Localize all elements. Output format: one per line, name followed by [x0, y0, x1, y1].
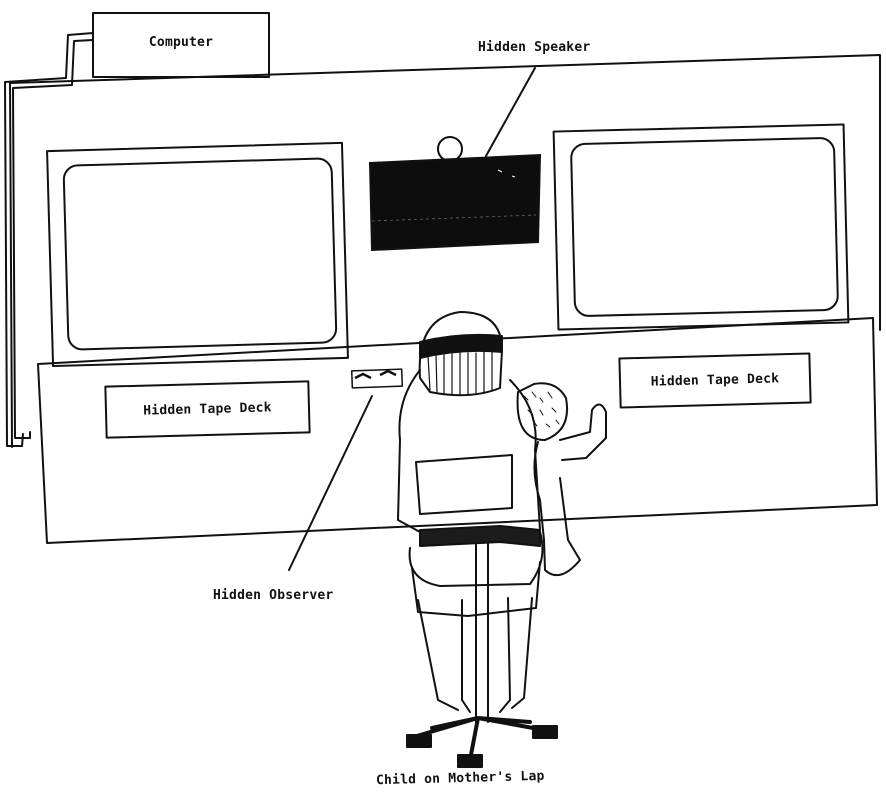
- mother-hair-band: [419, 333, 503, 359]
- left-monitor-screen: [62, 157, 338, 351]
- right-monitor-screen: [570, 137, 839, 317]
- mother-head: [418, 311, 503, 397]
- mother-hair-strands: [427, 351, 493, 395]
- stool-back-rest: [415, 454, 513, 515]
- left-monitor-frame: [46, 141, 349, 368]
- hidden-tape-deck-right-label: Hidden Tape Deck: [650, 371, 780, 390]
- back-wall-panel: [9, 54, 881, 331]
- stool-foot-right: [532, 725, 558, 739]
- observer-window-slit: [354, 369, 397, 380]
- observer-window: [350, 368, 404, 389]
- stool-seat: [411, 561, 541, 617]
- left-tape-deck-box: [104, 380, 311, 439]
- stool-foot-front: [457, 754, 483, 768]
- right-tape-deck-box: [618, 352, 812, 409]
- stool-base: [408, 716, 557, 762]
- hidden-tape-deck-left-label: Hidden Tape Deck: [143, 400, 272, 419]
- stool-post: [475, 539, 489, 723]
- computer-box: [92, 12, 270, 78]
- observer-leader-line: [288, 395, 373, 571]
- child-head-texture: [523, 391, 560, 428]
- hidden-observer-label: Hidden Observer: [213, 588, 334, 603]
- front-console: [37, 317, 878, 544]
- child-body: [533, 441, 581, 577]
- mother-legs: [417, 597, 533, 713]
- speaker-leader-line: [485, 67, 536, 157]
- speaker-knob: [437, 136, 463, 162]
- mother-hips: [408, 531, 544, 587]
- mother-torso: [397, 369, 541, 533]
- child-head: [516, 382, 568, 441]
- back-wall-left-edge: [9, 82, 13, 448]
- computer-cable-inner: [12, 39, 94, 439]
- stool-foot-left: [406, 734, 432, 748]
- hidden-speaker-label: Hidden Speaker: [478, 40, 591, 55]
- right-monitor-frame: [552, 123, 850, 331]
- computer-label: Computer: [148, 34, 214, 50]
- child-arm: [559, 403, 607, 461]
- mother-belt: [419, 525, 541, 547]
- computer-cable: [4, 32, 94, 447]
- hidden-speaker: [368, 153, 542, 252]
